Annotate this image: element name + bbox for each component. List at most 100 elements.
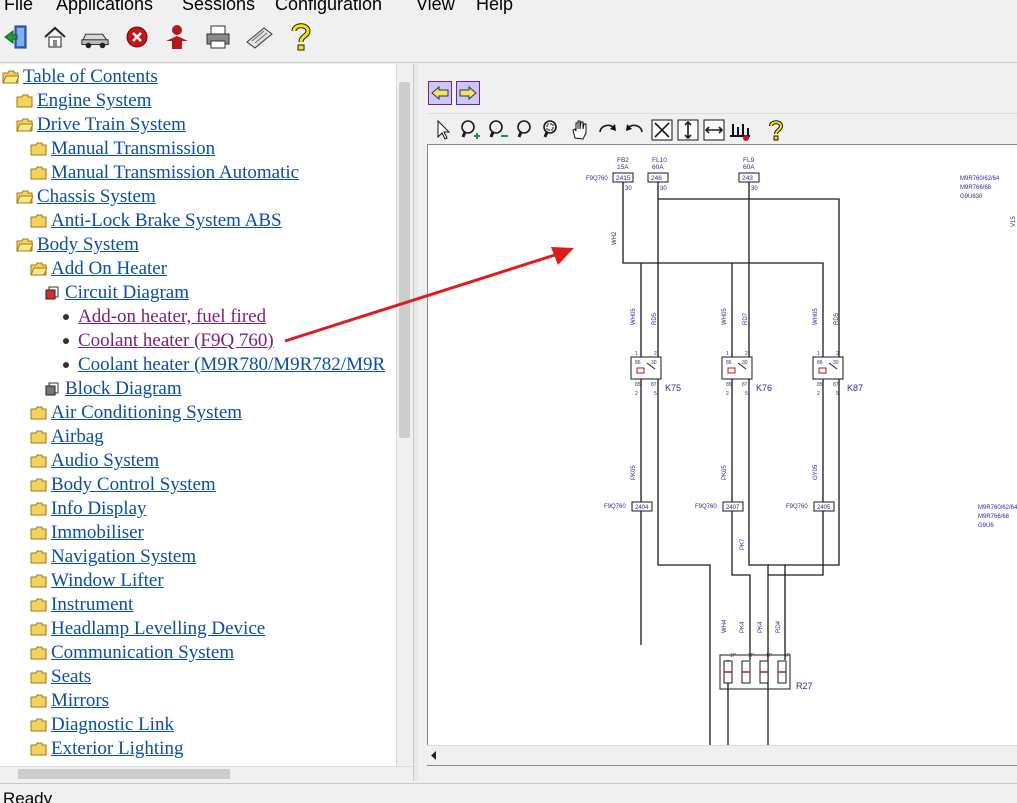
tree-item-label[interactable]: Air Conditioning System <box>51 402 243 423</box>
tree-item-seats[interactable]: Seats <box>30 665 91 689</box>
right-connector-label: G9U6 <box>978 523 994 529</box>
vehicle-button[interactable] <box>80 22 110 52</box>
fit-all-tool-button[interactable] <box>650 118 674 142</box>
tree-item-label[interactable]: Navigation System <box>51 546 197 567</box>
tree-item-label[interactable]: Coolant heater (F9Q 760) <box>78 330 274 351</box>
tree-item-label[interactable]: Circuit Diagram <box>65 282 189 303</box>
tree-item-body-system[interactable]: Body System <box>16 233 139 257</box>
tree-item-diagnostic-link[interactable]: Diagnostic Link <box>30 713 174 737</box>
tree-item-anti-lock-brake-system-abs[interactable]: Anti-Lock Brake System ABS <box>30 209 282 233</box>
tree-item-manual-transmission-automatic[interactable]: Manual Transmission Automatic <box>30 161 299 185</box>
tree-item-label[interactable]: Headlamp Levelling Device <box>51 618 266 639</box>
tree-item-manual-transmission[interactable]: Manual Transmission <box>30 137 215 161</box>
tree-item-exterior-lighting[interactable]: Exterior Lighting <box>30 737 183 761</box>
zoom-in-tool-button[interactable] <box>458 118 482 142</box>
back-button[interactable] <box>428 81 452 105</box>
tree-item-label[interactable]: Block Diagram <box>65 378 182 399</box>
panel-splitter[interactable] <box>413 64 418 781</box>
help-button[interactable] <box>286 22 316 52</box>
tree-item-label[interactable]: Anti-Lock Brake System ABS <box>51 210 282 231</box>
tree-item-label[interactable]: Immobiliser <box>51 522 144 543</box>
tree-vertical-scrollbar[interactable] <box>396 64 414 768</box>
user-button[interactable] <box>162 22 192 52</box>
tree-item-label[interactable]: Chassis System <box>37 186 156 207</box>
tree-item-label[interactable]: Audio System <box>51 450 160 471</box>
menu-view[interactable]: View <box>416 0 455 14</box>
menu-file[interactable]: File <box>4 0 34 14</box>
tree-item-label[interactable]: Instrument <box>51 594 134 615</box>
relay-pin: 85 <box>817 382 823 388</box>
pan-hand-tool-button[interactable] <box>568 118 592 142</box>
tree-item-circuit-diagram[interactable]: Circuit Diagram <box>44 281 189 305</box>
tree-item-window-lifter[interactable]: Window Lifter <box>30 569 164 593</box>
zoom-window-tool-button[interactable] <box>540 118 564 142</box>
tree-item-engine-system[interactable]: Engine System <box>16 89 152 113</box>
tree-item-table-of-contents[interactable]: Table of Contents <box>2 65 158 89</box>
exit-button[interactable] <box>2 22 32 52</box>
relay-label: K76 <box>756 383 772 393</box>
tree-item-mirrors[interactable]: Mirrors <box>30 689 109 713</box>
tree-item-label[interactable]: Body System <box>37 234 139 255</box>
tree-item-chassis-system[interactable]: Chassis System <box>16 185 156 209</box>
menu-sessions[interactable]: Sessions <box>182 0 256 14</box>
tree-item-label[interactable]: Communication System <box>51 642 235 663</box>
tree-item-coolant-heater-m9r780-m9r782-m9r[interactable]: Coolant heater (M9R780/M9R782/M9R <box>58 353 385 377</box>
tree-item-label[interactable]: Engine System <box>37 90 152 111</box>
rotate-cw-tool-button[interactable] <box>596 118 620 142</box>
rotate-ccw-tool-button[interactable] <box>622 118 646 142</box>
tree-item-label[interactable]: Add-on heater, fuel fired <box>78 306 267 327</box>
tree-item-label[interactable]: Body Control System <box>51 474 216 495</box>
tree-item-label[interactable]: Add On Heater <box>51 258 168 279</box>
forward-button[interactable] <box>456 81 480 105</box>
tree-item-instrument[interactable]: Instrument <box>30 593 133 617</box>
tree-item-navigation-system[interactable]: Navigation System <box>30 545 196 569</box>
tree-item-add-on-heater[interactable]: Add On Heater <box>30 257 167 281</box>
tree-item-add-on-heater-fuel-fired[interactable]: Add-on heater, fuel fired <box>58 305 266 329</box>
home-button[interactable] <box>40 22 70 52</box>
tree-item-communication-system[interactable]: Communication System <box>30 641 234 665</box>
tree-item-label[interactable]: Info Display <box>51 498 147 519</box>
menu-help[interactable]: Help <box>476 0 514 14</box>
keyboard-button[interactable] <box>244 22 274 52</box>
menu-configuration[interactable]: Configuration <box>275 0 383 14</box>
select-tool-button[interactable] <box>432 118 456 142</box>
diagram-help-tool-button[interactable] <box>764 118 788 142</box>
tree-horizontal-scrollbar[interactable] <box>0 766 413 782</box>
zoom-tool-button[interactable] <box>514 118 538 142</box>
tree-item-drive-train-system[interactable]: Drive Train System <box>16 113 186 137</box>
tree-item-block-diagram[interactable]: Block Diagram <box>44 377 182 401</box>
tree-item-label[interactable]: Diagnostic Link <box>51 714 174 735</box>
fit-width-tool-button[interactable] <box>702 118 726 142</box>
menu-applications[interactable]: Applications <box>56 0 154 14</box>
tree-item-label[interactable]: Exterior Lighting <box>51 738 184 759</box>
tree-hscroll-thumb[interactable] <box>18 769 230 779</box>
tree-item-airbag[interactable]: Airbag <box>30 425 104 449</box>
tree-item-air-conditioning-system[interactable]: Air Conditioning System <box>30 401 242 425</box>
print-button[interactable] <box>203 22 233 52</box>
tree-item-label[interactable]: Table of Contents <box>23 66 158 87</box>
zoom-out-tool-button[interactable] <box>486 118 510 142</box>
fit-height-tool-button[interactable] <box>676 118 700 142</box>
tree-item-label[interactable]: Mirrors <box>51 690 110 711</box>
tree-vscroll-thumb[interactable] <box>399 82 410 438</box>
tree-item-coolant-heater-f9q-760[interactable]: Coolant heater (F9Q 760) <box>58 329 274 353</box>
tree-item-info-display[interactable]: Info Display <box>30 497 147 521</box>
component-tool-button[interactable] <box>728 118 752 142</box>
tree-item-label[interactable]: Manual Transmission <box>51 138 216 159</box>
tree-item-label[interactable]: Seats <box>51 666 92 687</box>
tree-item-body-control-system[interactable]: Body Control System <box>30 473 216 497</box>
tree-item-label[interactable]: Coolant heater (M9R780/M9R782/M9R <box>78 354 386 375</box>
scroll-left-icon[interactable] <box>427 746 441 765</box>
tree-item-label[interactable]: Manual Transmission Automatic <box>51 162 300 183</box>
tree-item-immobiliser[interactable]: Immobiliser <box>30 521 144 545</box>
relay-pin: 5 <box>836 391 839 397</box>
tree-item-label[interactable]: Airbag <box>51 426 104 447</box>
diagram-horizontal-scrollbar[interactable] <box>427 745 1017 765</box>
relay-pin: 86 <box>726 360 732 366</box>
tree-item-label[interactable]: Drive Train System <box>37 114 186 135</box>
stop-button[interactable] <box>122 22 152 52</box>
tree-item-audio-system[interactable]: Audio System <box>30 449 159 473</box>
tree-item-headlamp-levelling-device[interactable]: Headlamp Levelling Device <box>30 617 265 641</box>
tree-item-label[interactable]: Window Lifter <box>51 570 164 591</box>
